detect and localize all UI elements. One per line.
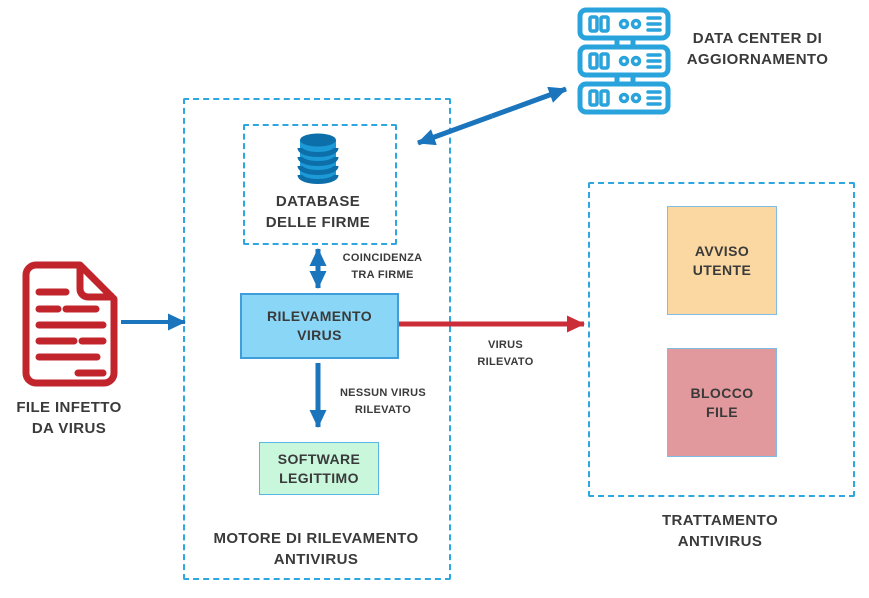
file-block-node: BLOCCO FILE bbox=[667, 348, 777, 457]
infected-document-icon bbox=[22, 261, 118, 387]
engine-group-box bbox=[183, 98, 451, 580]
virus-detection-node: RILEVAMENTO VIRUS bbox=[240, 293, 399, 359]
user-warning-node: AVVISO UTENTE bbox=[667, 206, 777, 315]
infected-file-label: FILE INFETTO DA VIRUS bbox=[16, 399, 122, 437]
arrow-db-to-datacenter bbox=[417, 86, 567, 146]
treatment-group-label: TRATTAMENTO ANTIVIRUS bbox=[661, 512, 779, 550]
no-virus-edge-label: NESSUN VIRUS RILEVATO bbox=[339, 387, 427, 416]
engine-group-label: MOTORE DI RILEVAMENTO ANTIVIRUS bbox=[213, 530, 419, 568]
legit-software-node: SOFTWARE LEGITTIMO bbox=[259, 442, 379, 495]
server-rack-icon bbox=[577, 7, 671, 115]
signature-db-box bbox=[243, 124, 397, 245]
database-cylinder-icon bbox=[297, 133, 339, 184]
signature-db-label: DATABASE DELLE FIRME bbox=[265, 193, 371, 231]
signature-match-edge-label: COINCIDENZA TRA FIRME bbox=[342, 252, 423, 281]
treatment-group-box bbox=[588, 182, 855, 497]
virus-found-edge-label: VIRUS RILEVATO bbox=[477, 339, 534, 368]
data-center-label: DATA CENTER DI AGGIORNAMENTO bbox=[686, 30, 829, 68]
